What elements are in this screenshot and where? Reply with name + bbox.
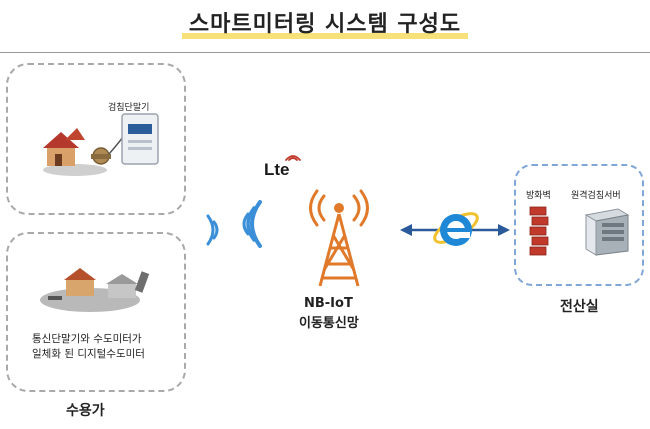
meter-device-icon bbox=[121, 113, 159, 165]
integrated-caption-line2: 일체화 된 디지털수도미터 bbox=[32, 348, 145, 360]
server-room-box bbox=[514, 164, 644, 286]
wifi-signal-icon bbox=[206, 200, 262, 248]
lte-logo-icon bbox=[285, 155, 301, 161]
lte-logo-text: Lte bbox=[264, 160, 290, 179]
digital-meter-icon bbox=[40, 268, 150, 312]
server-icon bbox=[584, 208, 630, 256]
meter-device-label: 검침단말기 bbox=[108, 103, 150, 113]
page-title: 스마트미터링 시스템 구성도 bbox=[188, 12, 462, 37]
title-highlight bbox=[182, 33, 468, 39]
tower-label-line2: 이동통신망 bbox=[299, 316, 359, 331]
tower-label-line1: NB-IoT bbox=[304, 296, 353, 311]
meter-device-box bbox=[6, 63, 186, 215]
customer-label: 수용가 bbox=[66, 403, 105, 419]
server-label: 원격검침서버 bbox=[571, 191, 621, 201]
divider bbox=[0, 52, 650, 53]
integrated-meter-box bbox=[6, 232, 186, 392]
internet-explorer-icon bbox=[433, 212, 479, 246]
firewall-icon bbox=[529, 206, 549, 256]
server-room-label: 전산실 bbox=[560, 299, 599, 315]
cell-tower-icon bbox=[309, 189, 369, 287]
integrated-caption-line1: 통신단말기와 수도미터가 bbox=[32, 333, 142, 345]
firewall-label: 방화벽 bbox=[526, 191, 551, 201]
